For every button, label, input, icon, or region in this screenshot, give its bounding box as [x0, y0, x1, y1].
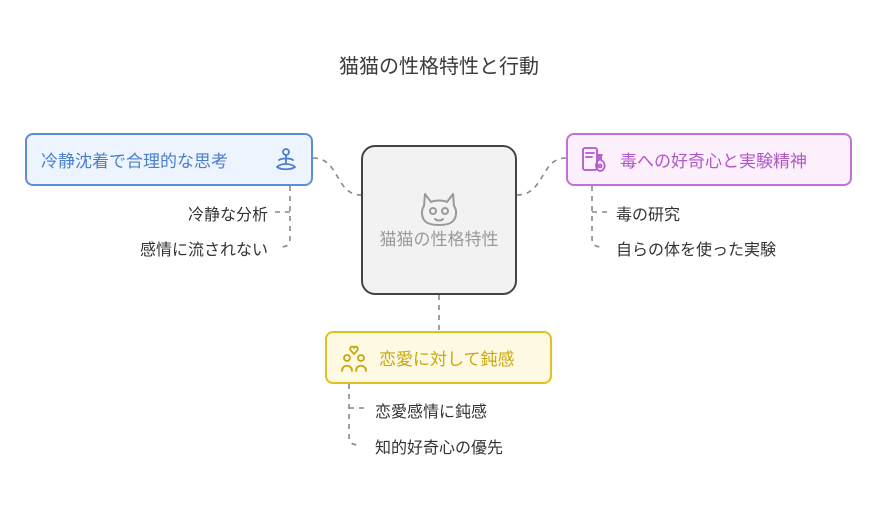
leaf-item: 感情に流されない	[139, 240, 268, 259]
leaf-item: 知的好奇心の優先	[375, 438, 504, 457]
cat-face-icon	[417, 188, 461, 228]
branch-label: 恋愛に対して鈍感	[379, 350, 515, 370]
diagram-title: 猫猫の性格特性と行動	[339, 54, 539, 78]
potion-flask-icon	[580, 145, 608, 175]
connector-right-leaves	[591, 186, 608, 248]
connector-left	[312, 157, 362, 196]
connector-right	[516, 157, 567, 196]
leaf-item: 毒の研究	[616, 205, 681, 224]
leaf-item: 自らの体を使った実験	[616, 240, 777, 259]
meditation-icon	[273, 147, 299, 173]
couple-heart-icon	[339, 345, 369, 373]
branch-label: 冷静沈着で合理的な思考	[41, 152, 228, 172]
branch-label: 毒への好奇心と実験精神	[620, 152, 807, 172]
branch-love-obliviousness: 恋愛に対して鈍感	[325, 331, 552, 384]
connector-bottom-leaves	[348, 384, 365, 446]
leaf-item: 冷静な分析	[187, 205, 268, 224]
branch-poison-curiosity: 毒への好奇心と実験精神	[566, 133, 852, 186]
center-label: 猫猫の性格特性	[379, 230, 499, 250]
branch-calm-rational: 冷静沈着で合理的な思考	[25, 133, 313, 186]
center-node: 猫猫の性格特性	[361, 145, 517, 295]
leaf-item: 恋愛感情に鈍感	[375, 402, 488, 421]
connector-left-leaves	[274, 186, 291, 248]
